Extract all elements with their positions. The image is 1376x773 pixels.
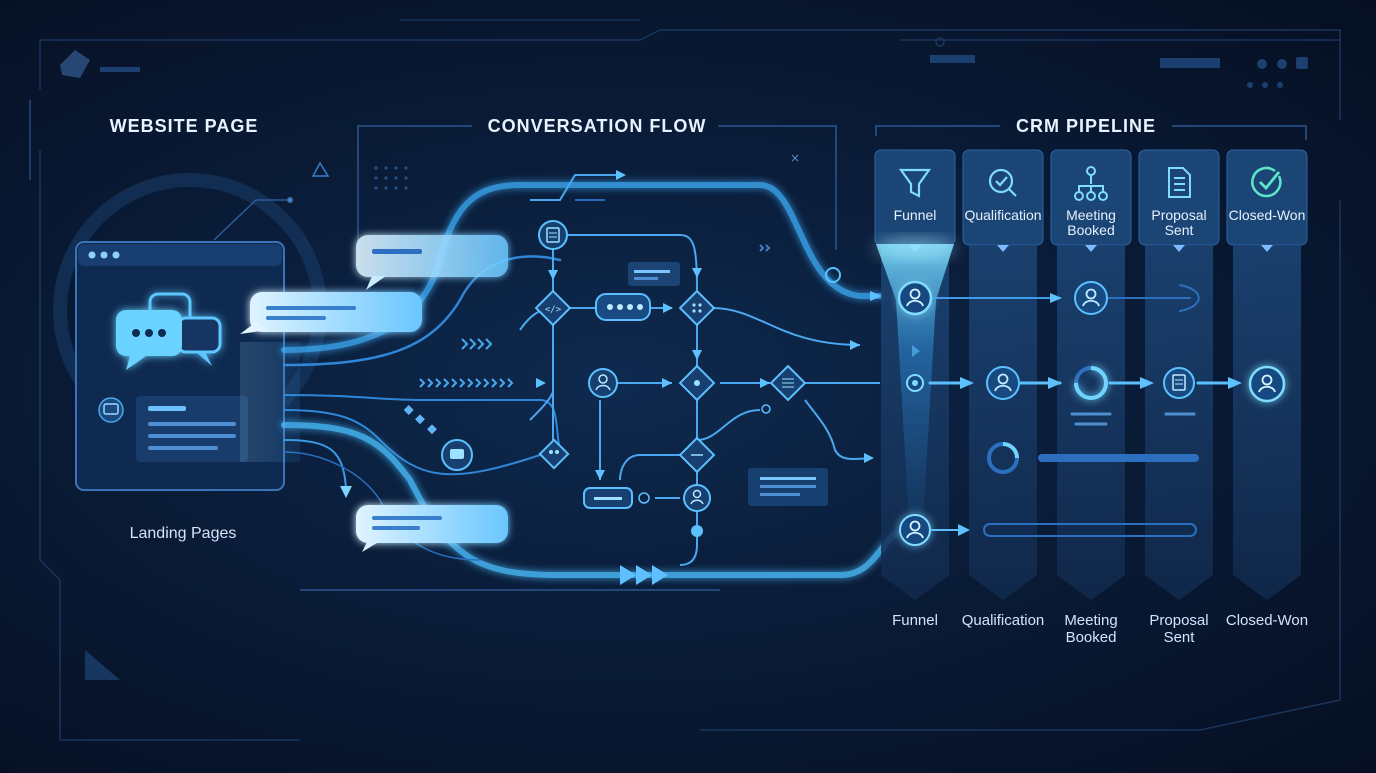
conversation-frame (300, 125, 837, 591)
qualified-user-icon (986, 366, 1020, 400)
crm-section-title: CRM PIPELINE (1015, 116, 1156, 136)
funnel-target-icon (906, 374, 924, 392)
stream-chevrons (419, 244, 771, 388)
speech-bubble-bottom (356, 505, 508, 552)
data-streams (240, 182, 913, 578)
doc-node-icon (538, 220, 568, 250)
crm-stage-header-label: Closed-Won (1228, 207, 1306, 223)
crm-stage-card (1226, 149, 1308, 246)
crm-stage-lane (1233, 245, 1301, 600)
crm-stage-header-label: Meeting Booked (1066, 207, 1116, 238)
chat-small-icon (98, 397, 124, 423)
website-panel (53, 173, 327, 491)
lead-user-icon (897, 280, 933, 316)
close-mark-icon: × (790, 151, 800, 165)
funnel-icon (898, 168, 932, 198)
crm-stage-footer-label: Funnel (892, 612, 938, 629)
typing-pill (595, 293, 651, 321)
check-circle-icon (1251, 166, 1282, 198)
crm-stage-card (874, 149, 956, 246)
flow-dot (825, 267, 841, 283)
crm-stage-column (962, 149, 1044, 600)
crm-stage-footer-label: Closed-Won (1225, 612, 1309, 629)
crm-arrowheads (912, 293, 1242, 536)
chevron-down-icon (1173, 245, 1185, 252)
website-section-title: WEBSITE PAGE (109, 116, 259, 136)
crm-stage-header-label: Proposal Sent (1151, 207, 1207, 238)
won-user-icon (1248, 365, 1286, 403)
svg-text:</>: </> (545, 305, 562, 315)
input-pill (583, 487, 650, 509)
chat-bubbles-icon (116, 292, 222, 370)
crm-stage-card (962, 149, 1044, 246)
people-diamond-icon (538, 438, 570, 470)
user-node-lower-icon (683, 484, 711, 537)
partial-ring-icon (987, 442, 1019, 474)
crm-stage-lane (1145, 245, 1213, 600)
crm-stage-footer-label: Meeting Booked (1064, 612, 1118, 646)
branch-diamond-icon (678, 436, 716, 474)
progress-ring-icon (1074, 366, 1108, 400)
website-caption: Landing Pages (129, 525, 237, 542)
chevron-down-icon (1085, 245, 1097, 252)
flow-dot (761, 404, 771, 414)
frame-decor (60, 50, 1308, 680)
chevron-down-icon (1261, 245, 1273, 252)
chat-node-icon (441, 439, 473, 471)
hub-diamond-icon (678, 364, 716, 402)
conversation-section-title: CONVERSATION FLOW (487, 116, 707, 136)
bottom-user-icon (899, 514, 931, 546)
crm-stage-lane (969, 245, 1037, 600)
user-node-icon (588, 368, 618, 398)
org-chart-icon (1074, 166, 1108, 201)
window-dot-icon (100, 251, 108, 259)
window-dot-icon (112, 251, 120, 259)
document-icon (1168, 167, 1191, 198)
crm-stage-header-label: Funnel (893, 207, 937, 223)
list-diamond-icon (769, 364, 807, 402)
chevron-down-icon (997, 245, 1009, 252)
speech-bubble-middle (240, 292, 422, 334)
message-card-small (628, 262, 680, 286)
text-card-right (748, 468, 828, 506)
crm-stage-footer-label: Qualification (961, 612, 1045, 629)
crm-frame (875, 125, 1307, 140)
crm-flows (928, 284, 1238, 537)
grid-diamond-icon (678, 289, 716, 327)
website-decor (213, 161, 330, 241)
proposal-doc-icon (1163, 367, 1195, 399)
text-card (136, 396, 248, 462)
crm-nodes (897, 280, 1286, 546)
meeting-user-icon (1074, 281, 1108, 315)
crm-stage-column (1138, 149, 1220, 600)
grid-dots (374, 166, 408, 190)
crm-stage-column (1226, 149, 1308, 600)
circuit-frame (29, 19, 1341, 741)
magnifier-check-icon (988, 168, 1017, 197)
window-dot-icon (88, 251, 96, 259)
crm-stage-footer-label: Proposal Sent (1149, 612, 1209, 646)
code-diamond-icon: </> (534, 289, 572, 327)
stream-dots (403, 405, 437, 435)
speech-bubble-top (356, 235, 508, 290)
crm-stage-header-label: Qualification (964, 207, 1042, 223)
